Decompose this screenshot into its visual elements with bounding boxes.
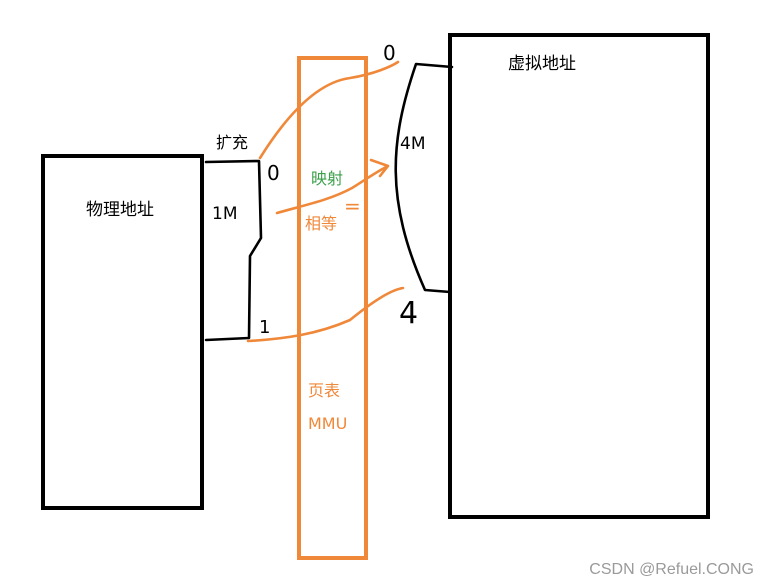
virtual-end-four: 4: [399, 296, 418, 331]
physical-range-bracket: [204, 159, 263, 342]
equal-label: 相等: [305, 214, 337, 233]
virtual-range-bracket: [394, 62, 454, 294]
top-mapping-curve: [258, 60, 400, 160]
size-1m-label: 1M: [212, 204, 237, 224]
virtual-address-box: [448, 33, 710, 519]
virtual-address-label: 虚拟地址: [508, 54, 576, 74]
physical-end-one: 1: [259, 317, 270, 338]
physical-address-box: [41, 154, 204, 510]
virtual-start-zero: 0: [383, 41, 396, 65]
watermark: CSDN @Refuel.CONG: [589, 561, 754, 578]
expand-label: 扩充: [216, 133, 248, 152]
mapping-label: 映射: [311, 169, 343, 188]
mmu-page-table-box: [297, 56, 368, 560]
equal-sign-mark: =: [344, 194, 361, 218]
mmu-label: MMU: [308, 414, 347, 433]
page-table-label: 页表: [308, 381, 340, 400]
physical-address-label: 物理地址: [86, 200, 154, 220]
bottom-mapping-curve: [246, 286, 405, 343]
mapping-arrow: [275, 158, 390, 215]
size-4m-label: 4M: [400, 134, 425, 154]
physical-start-zero: 0: [267, 161, 280, 185]
